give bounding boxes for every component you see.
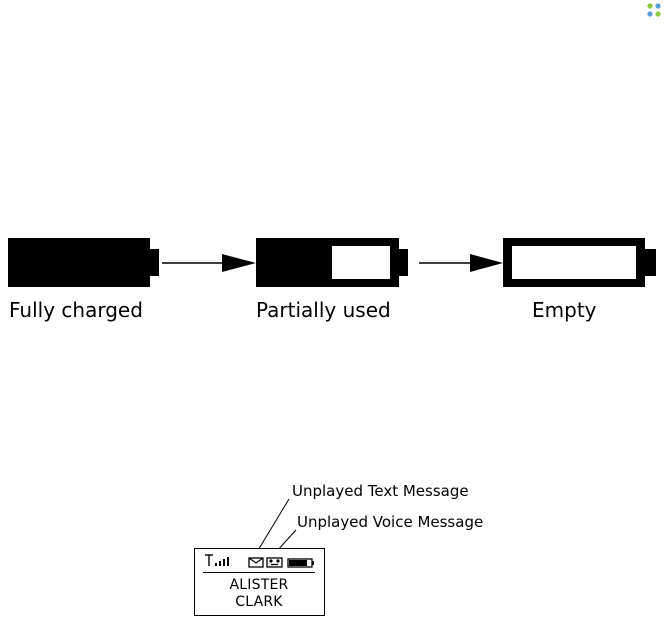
antenna-signal-icon: [205, 555, 229, 566]
voicemail-icon: [267, 558, 282, 567]
envelope-icon: [249, 558, 263, 567]
battery-icon: [288, 559, 314, 567]
status-bar: [195, 549, 323, 571]
phone-display: ALISTER CLARK: [194, 548, 325, 616]
caller-line-2: CLARK: [195, 594, 323, 610]
caller-name: ALISTER CLARK: [195, 577, 323, 610]
status-divider: [203, 572, 315, 573]
caller-line-1: ALISTER: [195, 577, 323, 593]
leader-text-message: [257, 499, 289, 552]
